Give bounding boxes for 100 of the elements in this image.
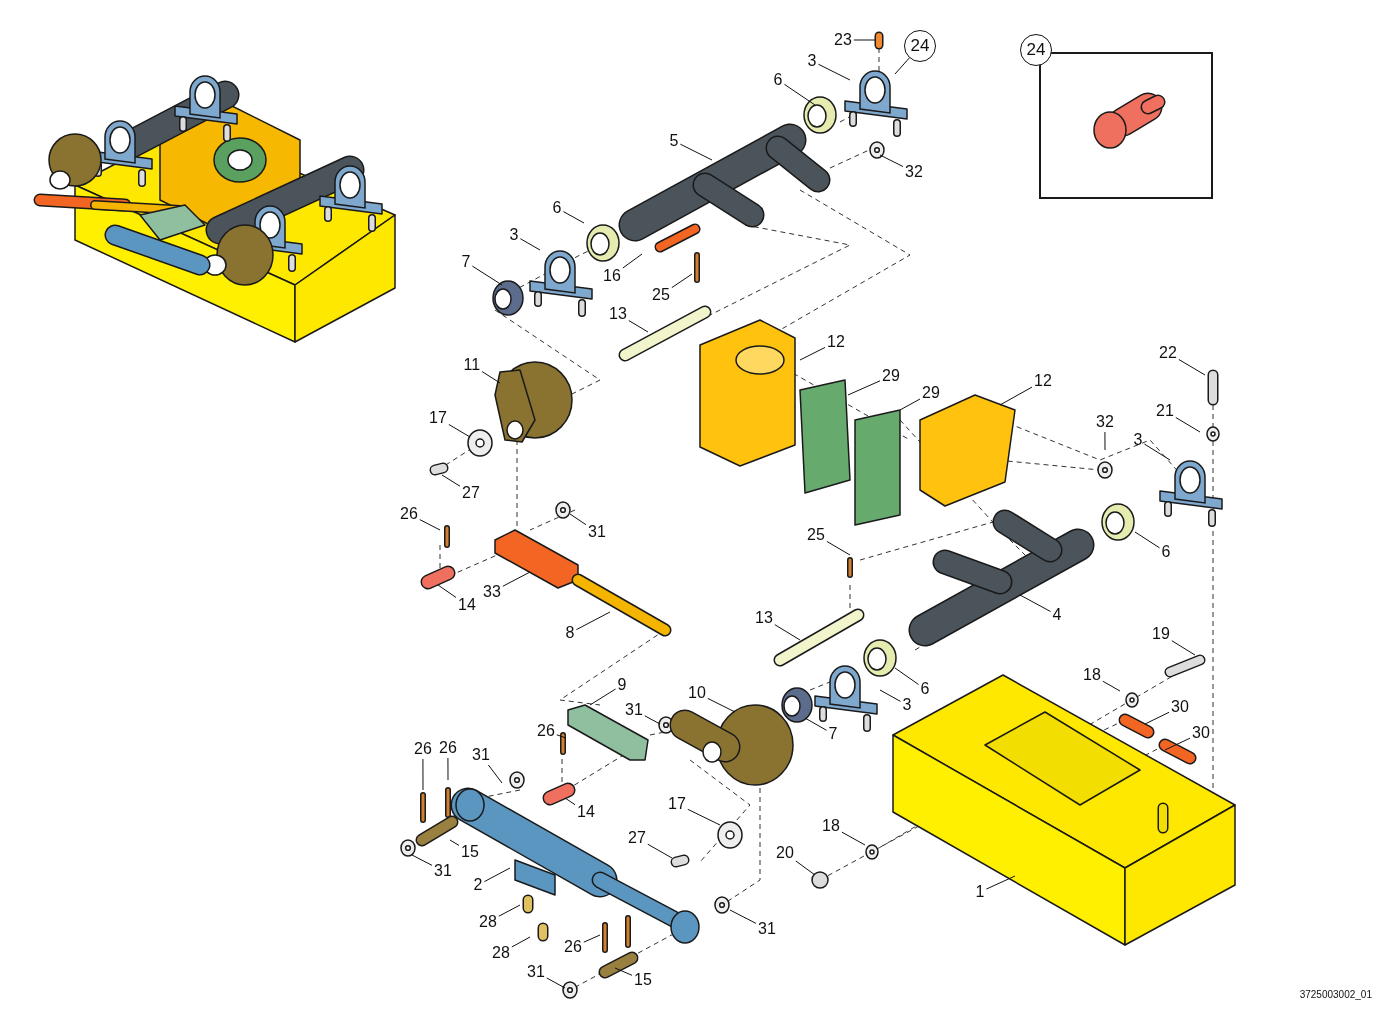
leader-line: [999, 386, 1033, 406]
leader-line: [1178, 358, 1206, 376]
callout-number: 26: [400, 505, 418, 523]
callout-number: 13: [755, 609, 773, 627]
leader-line: [647, 843, 673, 859]
leader-line: [774, 624, 801, 641]
callout-number: 2: [473, 876, 483, 894]
callout-number: 26: [414, 740, 432, 758]
callout-number: 21: [1156, 402, 1174, 420]
callout-number: 6: [773, 71, 783, 89]
drawing-number: 3725003002_01: [1299, 989, 1372, 1000]
callout-number: 29: [922, 384, 940, 402]
callout-number: 26: [537, 722, 555, 740]
callout-number: 29: [882, 367, 900, 385]
leader-line: [556, 734, 567, 739]
leader-line: [804, 717, 827, 731]
callout-number: 31: [625, 701, 643, 719]
leader-line: [841, 831, 866, 846]
leader-line: [679, 143, 713, 161]
callout-number: 17: [429, 409, 447, 427]
leader-line: [1171, 640, 1196, 656]
callout-number: 26: [564, 938, 582, 956]
leader-line: [449, 839, 460, 846]
leader-line: [1164, 737, 1191, 751]
callout-number: 12: [827, 333, 845, 351]
leader-line: [502, 571, 531, 587]
leader-line: [817, 63, 851, 81]
leader-line: [511, 936, 531, 948]
leader-line: [569, 513, 587, 526]
callout-number: 32: [1096, 413, 1114, 431]
callout-number: 17: [668, 795, 686, 813]
leader-line: [441, 474, 461, 487]
callout-number: 3: [807, 52, 817, 70]
leader-line: [481, 371, 501, 384]
leader-line: [899, 398, 921, 411]
leader-line: [729, 909, 757, 924]
leader-line: [564, 797, 576, 806]
callout-number: 20: [776, 844, 794, 862]
callout-number: 28: [479, 913, 497, 931]
callout-number: 18: [822, 817, 840, 835]
leader-line: [437, 584, 457, 598]
callout-number: 31: [758, 920, 776, 938]
callout-number: 10: [688, 684, 706, 702]
callout-number: 24: [904, 30, 936, 62]
callout-number: 33: [483, 583, 501, 601]
callout-number: 31: [527, 963, 545, 981]
callout-number: 1: [975, 883, 985, 901]
callout-number: 8: [565, 624, 575, 642]
leader-line: [644, 715, 661, 725]
leader-line: [707, 697, 736, 713]
callout-number: 3: [509, 226, 519, 244]
callout-number: 25: [807, 526, 825, 544]
leader-line: [589, 688, 616, 706]
leader-line: [795, 860, 816, 876]
callout-number: 15: [634, 971, 652, 989]
callout-number: 7: [828, 725, 838, 743]
callout-number: 18: [1083, 666, 1101, 684]
callout-number: 19: [1152, 625, 1170, 643]
leader-line: [687, 808, 721, 826]
callout-number: 12: [1034, 372, 1052, 390]
callout-number: 3: [902, 696, 912, 714]
callout-number: 32: [905, 163, 923, 181]
leader-line: [847, 380, 881, 396]
callout-number: 14: [458, 596, 476, 614]
callout-number: 24: [1020, 34, 1052, 66]
callout-number: 3: [1133, 431, 1143, 449]
callout-number: 27: [462, 484, 480, 502]
leader-line: [1144, 711, 1170, 725]
leader-line: [583, 934, 601, 943]
callout-number: 15: [461, 843, 479, 861]
callout-number: 14: [577, 803, 595, 821]
leader-line: [411, 854, 433, 866]
leader-line: [1134, 531, 1160, 549]
leader-line: [826, 540, 851, 556]
leader-line: [562, 211, 585, 224]
callout-number: 27: [628, 829, 646, 847]
callout-number: 5: [669, 132, 679, 150]
callout-number: 28: [492, 944, 510, 962]
callout-number: 26: [439, 739, 457, 757]
leader-line: [519, 238, 541, 251]
leader-line: [614, 967, 633, 976]
callout-number: 31: [472, 746, 490, 764]
leader-line: [1143, 443, 1171, 461]
leader-line: [1019, 594, 1051, 612]
callout-number: 31: [588, 523, 606, 541]
leader-line: [471, 265, 503, 286]
leader-line: [447, 757, 449, 781]
leader-line: [546, 977, 566, 989]
leader-line: [448, 423, 471, 438]
callout-number: 11: [463, 356, 481, 374]
callout-number: 22: [1159, 344, 1177, 362]
callout-number: 30: [1171, 698, 1189, 716]
callout-number: 6: [920, 680, 930, 698]
leader-line: [1175, 417, 1201, 433]
leader-line: [799, 346, 826, 361]
leader-line: [575, 611, 611, 631]
leader-line: [985, 875, 1016, 890]
callout-number: 4: [1052, 606, 1062, 624]
leader-line: [422, 758, 424, 791]
callout-number: 7: [461, 253, 471, 271]
